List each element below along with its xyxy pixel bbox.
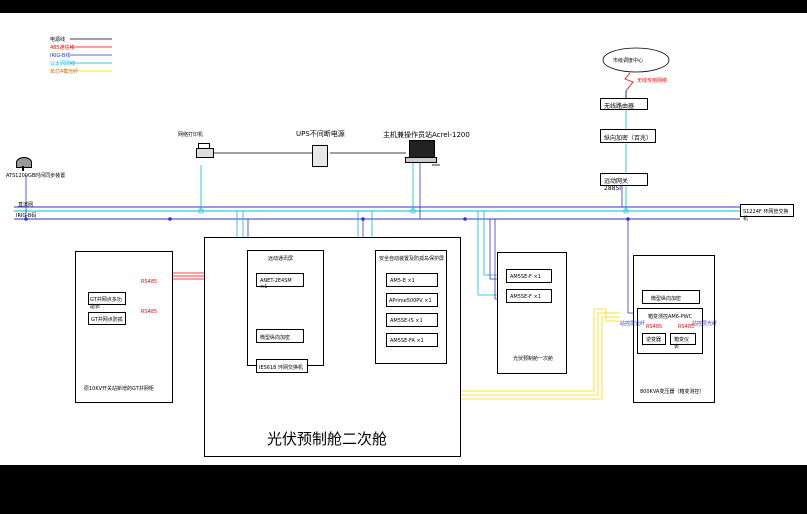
left-panel: GT并网点多功能表 GT并网点防孤 RS485 RS485 原10KV开关站新增… (75, 251, 173, 403)
ies618-switch-box: IES618 环网交换机 (256, 359, 308, 373)
left-panel-caption: 原10KV开关站新增的GT并网柜 (84, 386, 154, 392)
pv-secondary-panel: 光伏预制舱二次舱 远动通讯屏 ANET-2E4SM ×1 微型纵向加密 IES6… (204, 237, 461, 457)
auto-cabinet-title: 安全自动装置及防孤岛保护屏 (379, 256, 445, 262)
legend-power: 电源线 (50, 37, 66, 43)
gps-label: ATS1200GB时间同步装置 (6, 173, 66, 179)
gt-meter-box: GT并网点多功能表 (88, 292, 126, 310)
diagram-canvas: 电源线 485通信线 IRIG-B线 以太网网线 单芯4模光纤 市级调度中心 无… (0, 13, 807, 465)
aprime-box: APrime500PV ×1 (386, 293, 438, 307)
rs485-label-b: RS485 (141, 309, 158, 315)
transformer-meter-box: 箱变仪表 (670, 333, 696, 350)
main-panel-title: 光伏预制舱二次舱 (267, 430, 388, 448)
bus-label-1: 直流网 (18, 202, 34, 208)
gateway-box: 远动网关2885I (600, 173, 648, 192)
am6-label: 箱变测控AM6-PWC (648, 314, 693, 320)
wireless-bolt (624, 72, 634, 92)
am5se-is-box: AM5SE-IS ×1 (386, 313, 438, 327)
ring-switch-box: S1224F 环网管交换机 (740, 204, 794, 222)
legend-485: 485通信线 (50, 45, 75, 51)
wireless-label: 无线专用网络 (637, 78, 668, 84)
ups-icon (312, 145, 328, 167)
fiber-label-a: 站控层光纤 (620, 321, 646, 327)
transformer-rs485-a: RS485 (646, 324, 663, 330)
crypto-box: 纵向加密（百兆） (600, 129, 656, 143)
transformer-panel: 微型纵向加密 箱变测控AM6-PWC 逆变器 箱变仪表 RS485 RS485 … (620, 255, 718, 403)
transformer-rs485-b: RS485 (678, 324, 695, 330)
transformer-measure-box: 箱变测控AM6-PWC 逆变器 箱变仪表 RS485 RS485 (637, 308, 703, 354)
router-box: 无线路由器 (600, 98, 648, 110)
transformer-caption: 800KVA变压器（箱变测控） (640, 389, 705, 395)
gt-island-box: GT并网点防孤 (88, 312, 126, 325)
comm-cabinet: 远动通讯屏 ANET-2E4SM ×1 微型纵向加密 IES618 环网交换机 (247, 250, 324, 373)
am5se-f-box-2: AM5SE-F ×1 (506, 289, 552, 303)
host-label: 主机兼操作员站Acrel-1200 (383, 131, 470, 139)
bus-label-2: IRIG-B码 (16, 213, 37, 219)
am5se-fa-box: AM5SE-FA ×1 (386, 333, 438, 347)
printer-label: 网络打印机 (178, 132, 204, 138)
satellite-dish-icon (14, 155, 34, 171)
pv-primary-panel: AM5SE-F ×1 AM5SE-F ×1 光伏预制舱一次舱 (497, 252, 567, 374)
cloud-label: 市级调度中心 (613, 58, 644, 64)
legend-irigb: IRIG-B线 (50, 53, 71, 59)
pv-panel-caption: 光伏预制舱一次舱 (513, 356, 554, 362)
rs485-label-a: RS485 (141, 279, 158, 285)
ups-label: UPS不间断电源 (296, 130, 345, 138)
inverter-box: 逆变器 (642, 333, 666, 345)
am5se-f-box-1: AM5SE-F ×1 (506, 269, 552, 283)
am5-e-box: AM5-E ×1 (386, 273, 438, 287)
fiber-label-b: 站控层光纤 (692, 321, 718, 327)
legend-ethernet: 以太网网线 (50, 61, 76, 67)
anet-box: ANET-2E4SM ×1 (256, 273, 304, 290)
transformer-crypto-box: 微型纵向加密 (642, 290, 700, 304)
comm-cabinet-title: 远动通讯屏 (268, 256, 294, 262)
dispatch-cloud (602, 47, 670, 73)
legend-fiber: 单芯4模光纤 (50, 69, 79, 75)
printer-icon (196, 143, 214, 158)
micro-crypto-box: 微型纵向加密 (256, 329, 304, 343)
host-computer-icon (405, 140, 437, 163)
auto-device-cabinet: 安全自动装置及防孤岛保护屏 AM5-E ×1 APrime500PV ×1 AM… (375, 250, 447, 364)
